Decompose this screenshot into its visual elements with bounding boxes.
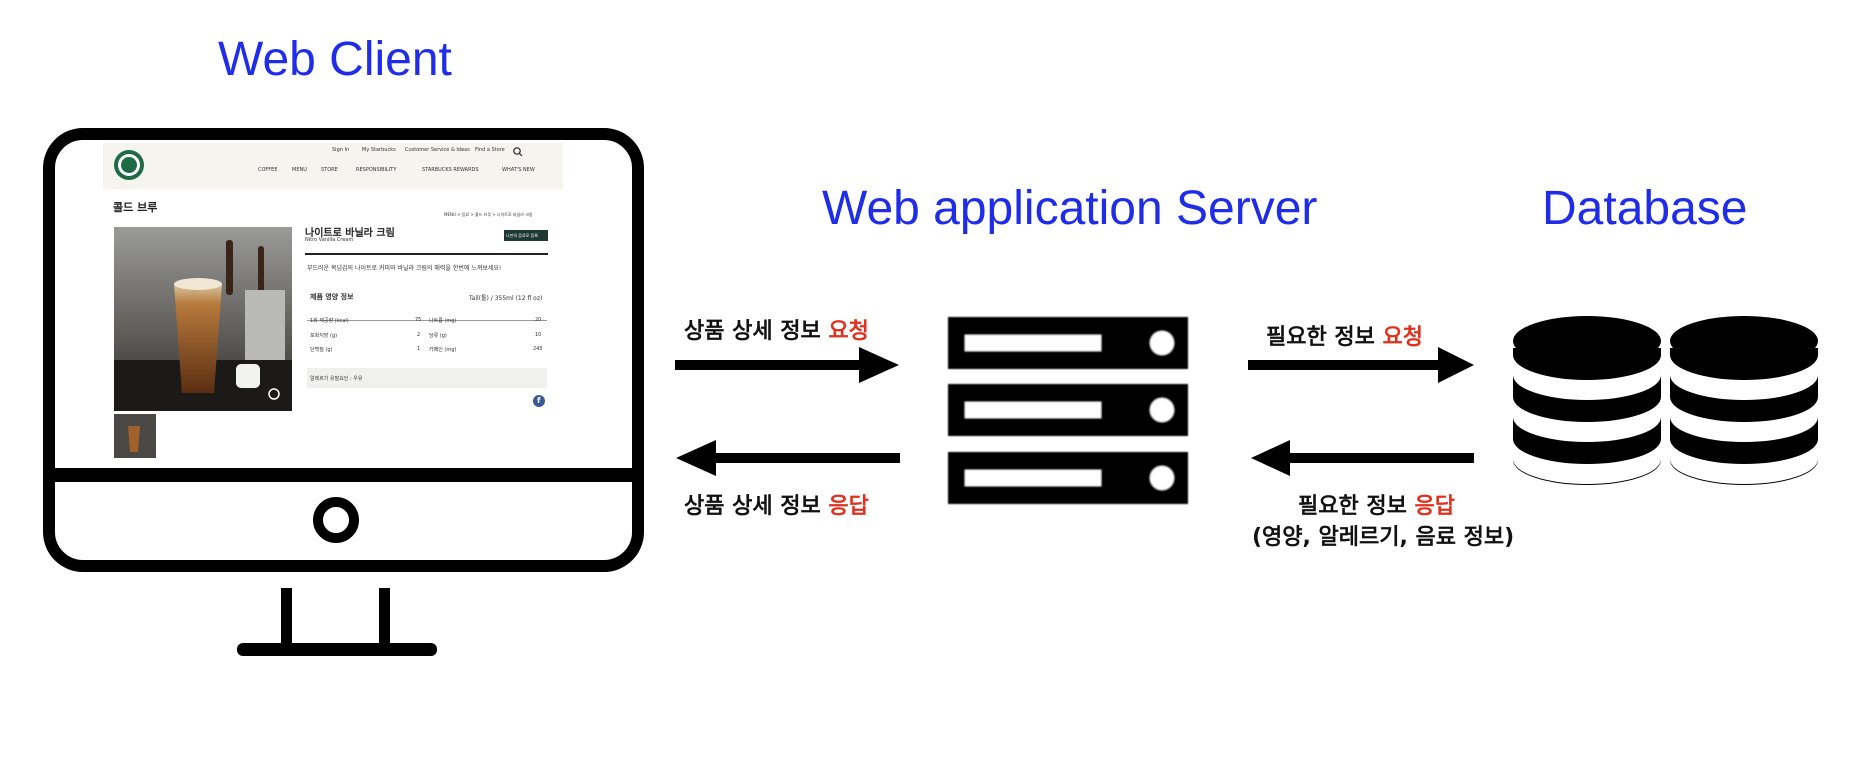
db-request-accent: 요청 — [1382, 325, 1424, 350]
facebook-icon[interactable]: f — [537, 396, 541, 405]
nutrition-value: 245 — [533, 346, 543, 352]
breadcrumb[interactable]: MENU > 음료 > 콜드 브루 > 나이트로 바닐라 크림 — [444, 212, 533, 217]
nutrition-label: 당류 (g) — [429, 333, 447, 339]
client-request-accent: 요청 — [828, 319, 869, 344]
nav-responsibility[interactable]: RESPONSIBILITY — [356, 167, 397, 173]
nutrition-label: 포화지방 (g) — [310, 333, 338, 339]
server-to-database-arrow — [1248, 347, 1474, 383]
nutrition-title: 제품 영양 정보 — [310, 293, 354, 301]
database-icon — [1670, 316, 1818, 485]
database-icon — [1513, 316, 1661, 485]
starbucks-logo — [114, 150, 144, 180]
client-response-label: 상품 상세 정보 응답 — [684, 488, 869, 520]
category-title: 콜드 브루 — [113, 201, 158, 214]
nutrition-value: 20 — [535, 317, 542, 323]
db-response-text: 필요한 정보 — [1298, 494, 1415, 519]
nutrition-label: 1회 제공량 (kcal) — [310, 318, 349, 324]
starbucks-product-page — [103, 143, 563, 458]
nutrition-label: 나트륨 (mg) — [429, 318, 457, 324]
allergy-info: 알레르기 유발요인 : 우유 — [310, 376, 363, 382]
serving-size: Tall(톨) / 355ml (12 fl oz) — [469, 295, 543, 302]
nav-starbucks-rewards[interactable]: STARBUCKS REWARDS — [422, 167, 479, 173]
product-photo — [114, 227, 292, 411]
register-drink-button[interactable]: 나만의 음료로 등록 — [506, 233, 538, 238]
top-link-sign-in[interactable]: Sign In — [332, 147, 350, 153]
db-response-label: 필요한 정보 응답 — [1298, 488, 1455, 520]
top-link-my-starbucks[interactable]: My Starbucks — [362, 147, 396, 153]
nav-whats-new[interactable]: WHAT'S NEW — [502, 167, 535, 173]
search-icon[interactable] — [513, 147, 523, 157]
nutrition-value: 10 — [535, 332, 542, 338]
monitor-icon — [43, 128, 644, 656]
server-to-client-arrow — [676, 440, 900, 476]
web-client-heading: Web Client — [218, 33, 452, 86]
client-response-text: 상품 상세 정보 — [684, 494, 829, 519]
db-response-accent: 응답 — [1414, 494, 1456, 519]
db-response-detail: (영양, 알레르기, 음료 정보) — [1252, 525, 1515, 550]
client-to-server-arrow — [675, 347, 899, 383]
nutrition-value: 1 — [417, 346, 421, 352]
client-request-label: 상품 상세 정보 요청 — [684, 313, 869, 345]
nav-coffee[interactable]: COFFEE — [258, 167, 278, 173]
nav-menu[interactable]: MENU — [292, 167, 307, 173]
product-thumbnail[interactable] — [114, 414, 156, 458]
client-request-text: 상품 상세 정보 — [684, 319, 829, 344]
top-link-customer-service[interactable]: Customer Service & Ideas — [405, 147, 470, 153]
nutrition-value: 75 — [415, 317, 422, 323]
nav-store[interactable]: STORE — [321, 167, 338, 173]
nutrition-label: 단백질 (g) — [310, 347, 333, 353]
nutrition-value: 2 — [417, 332, 421, 338]
web-application-server-heading: Web application Server — [822, 182, 1318, 235]
client-response-accent: 응답 — [828, 494, 869, 519]
db-request-text: 필요한 정보 — [1266, 325, 1383, 350]
nutrition-label: 카페인 (mg) — [429, 347, 457, 353]
top-link-find-store[interactable]: Find a Store — [475, 147, 505, 153]
product-description: 부드러운 목넘김의 나이트로 커피와 바닐라 크림의 매력을 한번에 느껴보세요… — [307, 265, 502, 272]
product-name: 나이트로 바닐라 크림 — [305, 228, 395, 239]
server-rack-icon — [948, 317, 1188, 504]
product-name-en: Nitro Vanilla Cream — [305, 237, 354, 243]
database-to-server-arrow — [1251, 440, 1474, 476]
database-heading: Database — [1542, 182, 1748, 235]
db-request-label: 필요한 정보 요청 — [1266, 319, 1423, 351]
